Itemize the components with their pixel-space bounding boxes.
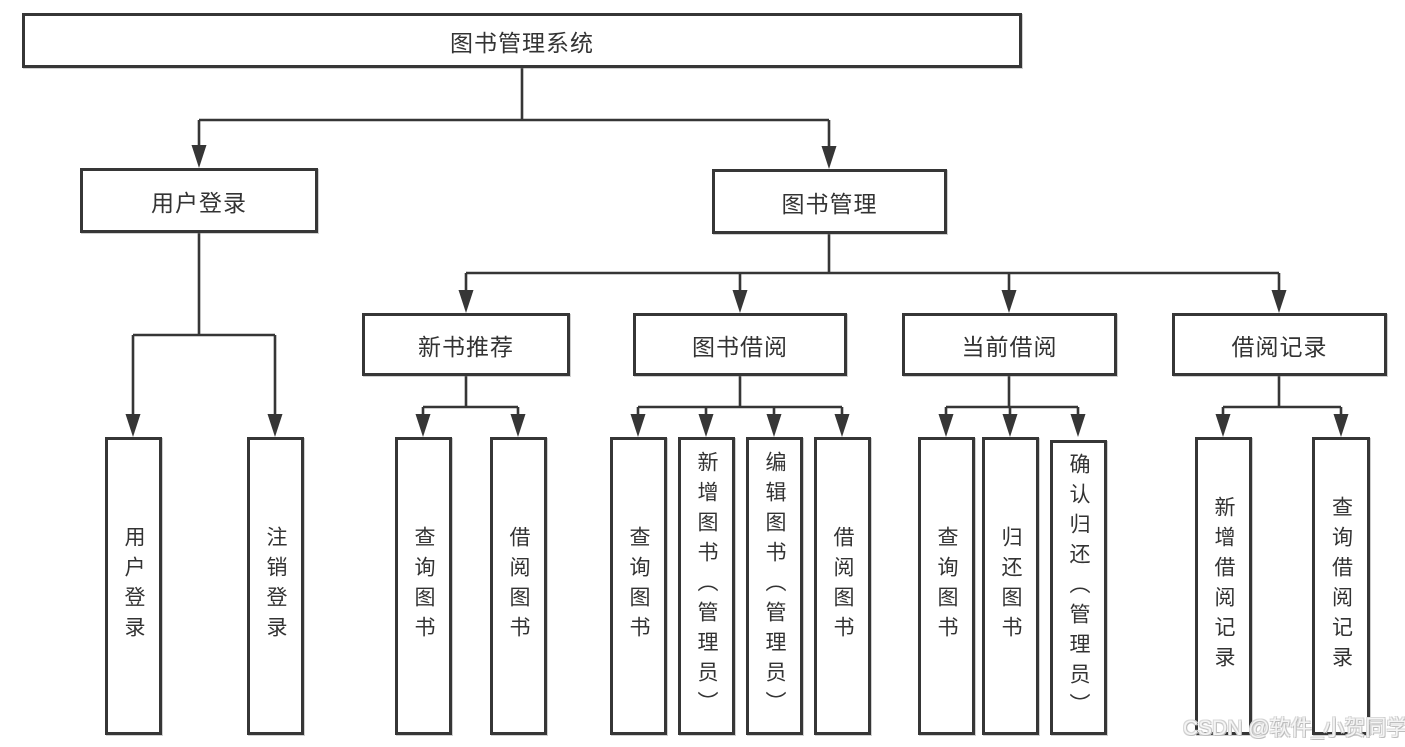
leaf-add-books-admin: 新增图书（管理员） xyxy=(678,437,735,735)
leaf-borrow-books-recommend: 借阅图书 xyxy=(490,437,547,735)
node-book-management: 图书管理 xyxy=(712,169,947,234)
arrowhead-icons xyxy=(125,145,1349,437)
node-new-book-recommend: 新书推荐 xyxy=(362,313,570,376)
node-label: 新增图书（管理员） xyxy=(695,451,718,721)
node-label: 图书管理 xyxy=(781,190,878,217)
node-label: 新增借阅记录 xyxy=(1212,496,1235,676)
node-label: 确认归还（管理员） xyxy=(1067,452,1090,723)
node-label: 归还图书 xyxy=(999,526,1022,646)
leaf-logout: 注销登录 xyxy=(247,437,304,735)
node-label: 编辑图书（管理员） xyxy=(763,451,786,721)
node-label: 用户登录 xyxy=(151,189,247,216)
node-label: 图书借阅 xyxy=(692,333,788,360)
node-label: 查询图书 xyxy=(935,526,958,646)
node-user-login: 用户登录 xyxy=(80,168,318,233)
node-label: 注销登录 xyxy=(264,526,287,646)
node-current-borrowing: 当前借阅 xyxy=(902,313,1117,376)
node-label: 借阅图书 xyxy=(831,526,854,646)
leaf-edit-books-admin: 编辑图书（管理员） xyxy=(746,437,803,735)
node-label: 用户登录 xyxy=(122,526,145,646)
leaf-query-books-current: 查询图书 xyxy=(918,437,975,735)
node-label: 当前借阅 xyxy=(961,333,1058,360)
leaf-query-borrow-record: 查询借阅记录 xyxy=(1312,437,1370,735)
leaf-query-books-recommend: 查询图书 xyxy=(395,437,452,735)
node-library-system: 图书管理系统 xyxy=(22,13,1022,68)
leaf-user-login: 用户登录 xyxy=(105,437,162,735)
node-label: 查询图书 xyxy=(412,526,435,646)
leaf-query-books-borrow: 查询图书 xyxy=(610,437,667,735)
node-borrowing-records: 借阅记录 xyxy=(1172,313,1387,376)
node-label: 新书推荐 xyxy=(418,333,514,360)
node-label: 借阅记录 xyxy=(1231,333,1328,360)
leaf-add-borrow-record: 新增借阅记录 xyxy=(1195,437,1252,735)
node-label: 查询图书 xyxy=(627,526,650,646)
node-label: 查询借阅记录 xyxy=(1329,496,1353,676)
leaf-return-books: 归还图书 xyxy=(982,437,1039,735)
leaf-confirm-return-admin: 确认归还（管理员） xyxy=(1050,440,1107,735)
node-book-borrowing: 图书借阅 xyxy=(633,313,847,376)
node-label: 借阅图书 xyxy=(507,526,530,646)
node-label: 图书管理系统 xyxy=(450,29,594,56)
leaf-borrow-books: 借阅图书 xyxy=(814,437,871,735)
